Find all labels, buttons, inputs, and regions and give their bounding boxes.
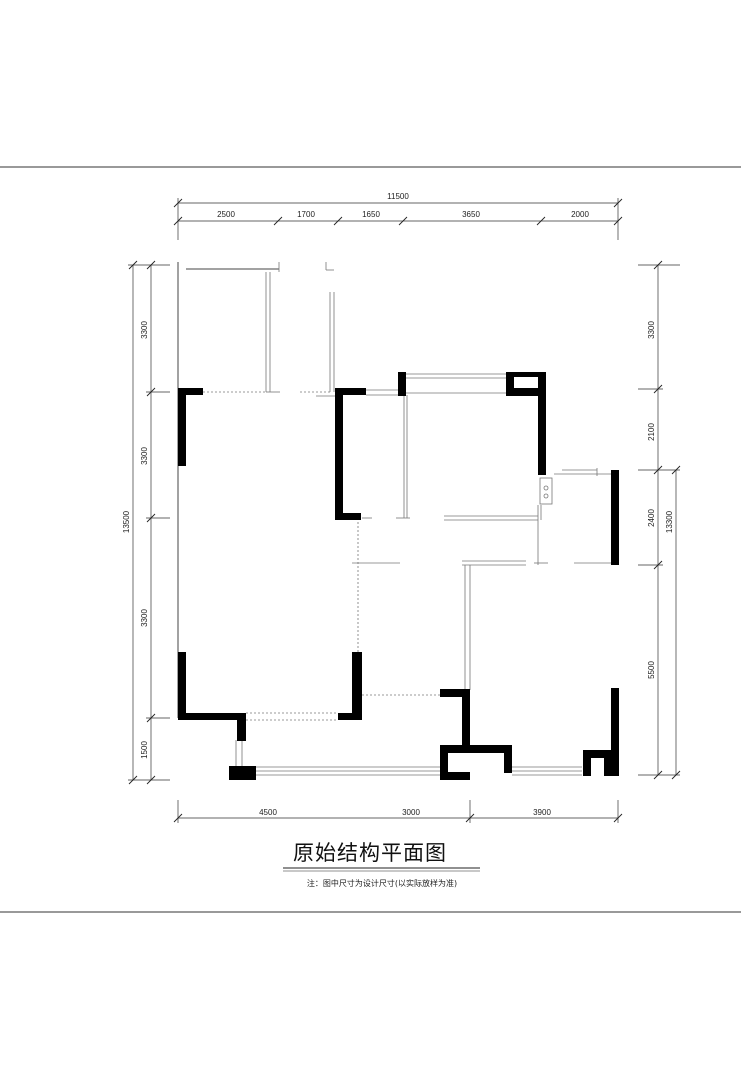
dim-right-seg-1: 3300 — [647, 321, 656, 339]
dim-top-total: 11500 — [387, 192, 409, 201]
dim-left-seg-1: 3300 — [140, 321, 149, 339]
dim-right-seg-3: 2400 — [647, 509, 656, 527]
dim-left-seg-3: 3300 — [140, 609, 149, 627]
dim-top-seg-5: 2000 — [571, 210, 589, 219]
dim-top-seg-2: 1700 — [297, 210, 315, 219]
dim-left-total: 13500 — [122, 510, 131, 533]
dim-right-seg-4: 5500 — [647, 661, 656, 679]
dim-bottom-seg-1: 4500 — [259, 808, 277, 817]
structural-walls — [178, 372, 619, 780]
dim-right-total: 13300 — [665, 510, 674, 533]
dim-top-seg-4: 3650 — [462, 210, 480, 219]
plan-title: 原始结构平面图 — [293, 841, 447, 865]
dim-left-seg-2: 3300 — [140, 447, 149, 465]
top-dimensions: 11500 2500 1700 1650 3650 2000 — [173, 192, 623, 240]
dim-top-seg-3: 1650 — [362, 210, 380, 219]
dim-right-seg-2: 2100 — [647, 423, 656, 441]
dim-top-seg-1: 2500 — [217, 210, 235, 219]
left-dimensions: 13500 3300 3300 3300 1500 — [122, 260, 170, 785]
right-dimensions: 3300 2100 2400 13300 5500 — [638, 260, 681, 780]
plan-note: 注：图中尺寸为设计尺寸(以实际放样为准) — [307, 878, 457, 888]
dim-bottom-seg-3: 3900 — [533, 808, 551, 817]
bottom-dimensions: 4500 3000 3900 — [173, 800, 623, 823]
dim-bottom-seg-2: 3000 — [402, 808, 420, 817]
thin-lines — [177, 262, 611, 776]
dim-left-seg-4: 1500 — [140, 741, 149, 759]
